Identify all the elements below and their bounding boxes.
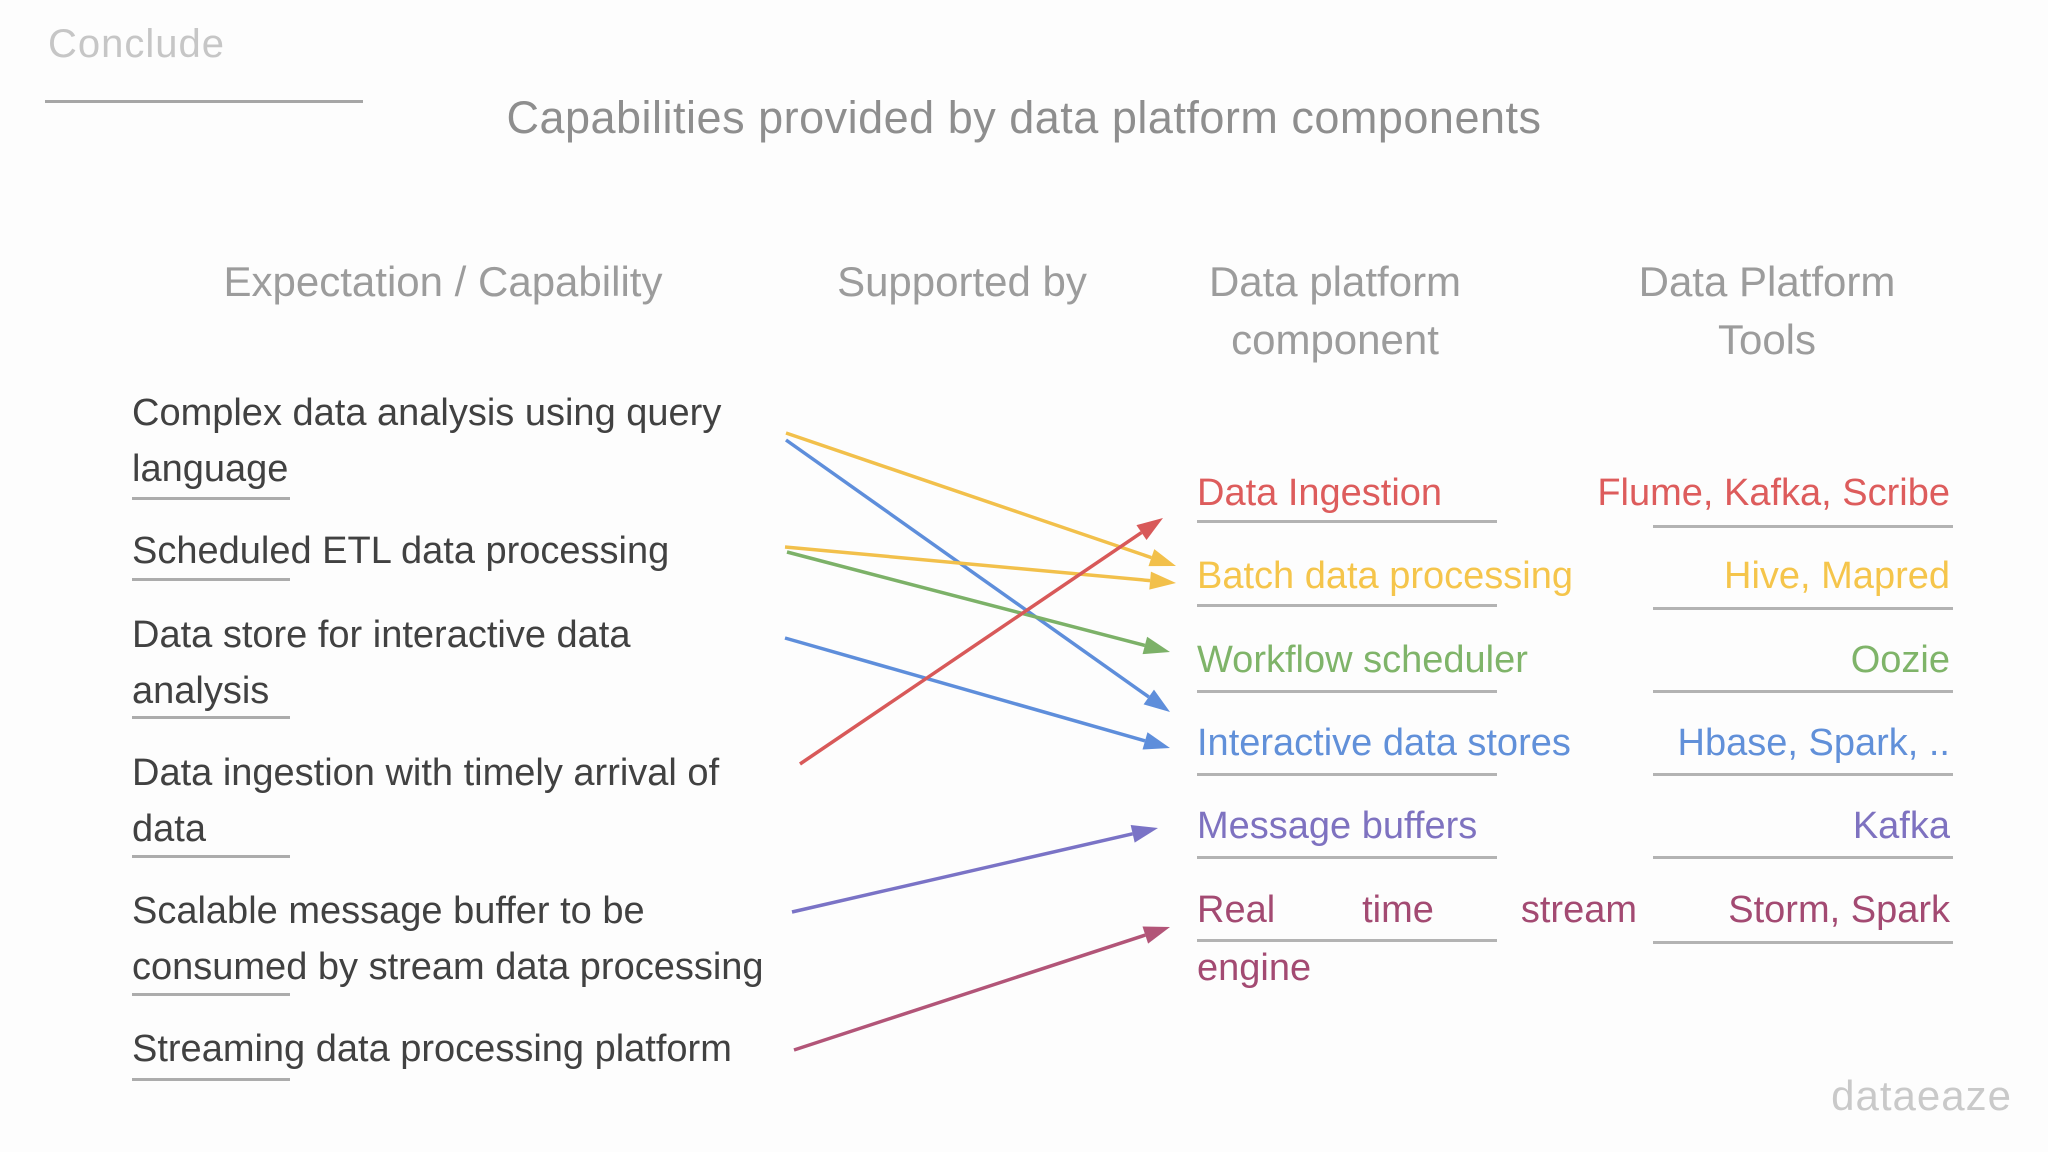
- tools-underline: [1653, 856, 1953, 859]
- arrowhead: [1149, 571, 1176, 590]
- capability-item-interactive-data-store: Data store for interactive data analysis: [132, 614, 631, 712]
- tools-interactive-data-stores: Hbase, Spark, ..: [1677, 722, 1950, 764]
- capability-underline: [132, 497, 290, 500]
- component-interactive-data-stores: Interactive data stores: [1197, 722, 1571, 764]
- column-header-tools-line1: Data Platform: [1638, 258, 1896, 305]
- connection-arrow-scheduled-etl-to-batch-data-processing: [784, 545, 1151, 583]
- component-underline: [1197, 690, 1497, 693]
- tools-underline: [1653, 525, 1953, 528]
- arrowhead: [1142, 732, 1170, 750]
- column-header-capability: Expectation / Capability: [223, 258, 663, 305]
- arrowhead: [1142, 926, 1170, 944]
- tools-underline: [1653, 690, 1953, 693]
- connection-arrow-timely-data-ingestion-to-data-ingestion: [799, 531, 1143, 766]
- arrowhead: [1143, 689, 1170, 712]
- component-real-time-stream-engine-line2: engine: [1197, 947, 1312, 989]
- component-message-buffers: Message buffers: [1197, 805, 1478, 847]
- connection-arrow-interactive-data-store-to-interactive-data-stores: [784, 636, 1146, 743]
- component-real-time-stream-engine: Real time stream: [1197, 889, 1637, 931]
- tools-message-buffers: Kafka: [1852, 805, 1950, 847]
- column-header-tools: Data Platform Tools: [1567, 253, 1967, 369]
- tools-batch-data-processing: Hive, Mapred: [1724, 555, 1950, 597]
- capability-underline: [132, 578, 290, 581]
- connection-arrow-scalable-message-buffer-to-message-buffers: [791, 832, 1134, 914]
- capability-item-timely-data-ingestion: Data ingestion with timely arrival of da…: [132, 752, 720, 850]
- capability-item-scalable-message-buffer: Scalable message buffer to be consumed b…: [132, 890, 764, 988]
- component-underline: [1197, 773, 1497, 776]
- column-header-component: Data platform component: [1135, 253, 1535, 369]
- arrowhead: [1136, 518, 1163, 541]
- slide-title: Capabilities provided by data platform c…: [506, 92, 1542, 143]
- arrowhead: [1142, 636, 1170, 655]
- capability-item-complex-data-analysis: Complex data analysis using query langua…: [132, 392, 722, 490]
- component-underline: [1197, 939, 1497, 942]
- component-underline: [1197, 856, 1497, 859]
- connection-arrow-scheduled-etl-to-workflow-scheduler: [786, 550, 1146, 648]
- component-batch-data-processing: Batch data processing: [1197, 555, 1574, 597]
- capability-item-streaming-platform: Streaming data processing platform: [132, 1028, 732, 1070]
- component-underline: [1197, 604, 1497, 607]
- tools-underline: [1653, 773, 1953, 776]
- capability-underline: [132, 855, 290, 858]
- column-header-component-line2: component: [1231, 316, 1439, 363]
- connection-arrow-streaming-platform-to-real-time-stream-engine: [793, 933, 1146, 1052]
- capability-underline: [132, 1078, 290, 1081]
- tools-underline: [1653, 941, 1953, 944]
- capability-underline: [132, 993, 290, 996]
- component-data-ingestion: Data Ingestion: [1197, 472, 1443, 514]
- tools-real-time-stream-engine: Storm, Spark: [1728, 889, 1950, 931]
- badge-underline: [45, 100, 363, 103]
- arrowhead: [1148, 549, 1176, 567]
- column-header-tools-line2: Tools: [1717, 316, 1817, 363]
- column-header-supported-by: Supported by: [837, 258, 1087, 305]
- component-workflow-scheduler: Workflow scheduler: [1197, 639, 1528, 681]
- brand-watermark: dataeaze: [1831, 1072, 2012, 1119]
- capability-item-scheduled-etl: Scheduled ETL data processing: [132, 530, 670, 572]
- column-header-component-line1: Data platform: [1208, 258, 1462, 305]
- tools-underline: [1653, 607, 1953, 610]
- capability-underline: [132, 716, 290, 719]
- arrowhead: [1130, 825, 1158, 843]
- tools-workflow-scheduler: Oozie: [1850, 639, 1950, 681]
- connection-arrow-complex-data-analysis-to-interactive-data-stores: [784, 438, 1150, 699]
- connection-arrow-complex-data-analysis-to-batch-data-processing: [785, 431, 1152, 560]
- section-badge: Conclude: [48, 22, 226, 66]
- component-underline: [1197, 520, 1497, 523]
- tools-data-ingestion: Flume, Kafka, Scribe: [1597, 472, 1950, 514]
